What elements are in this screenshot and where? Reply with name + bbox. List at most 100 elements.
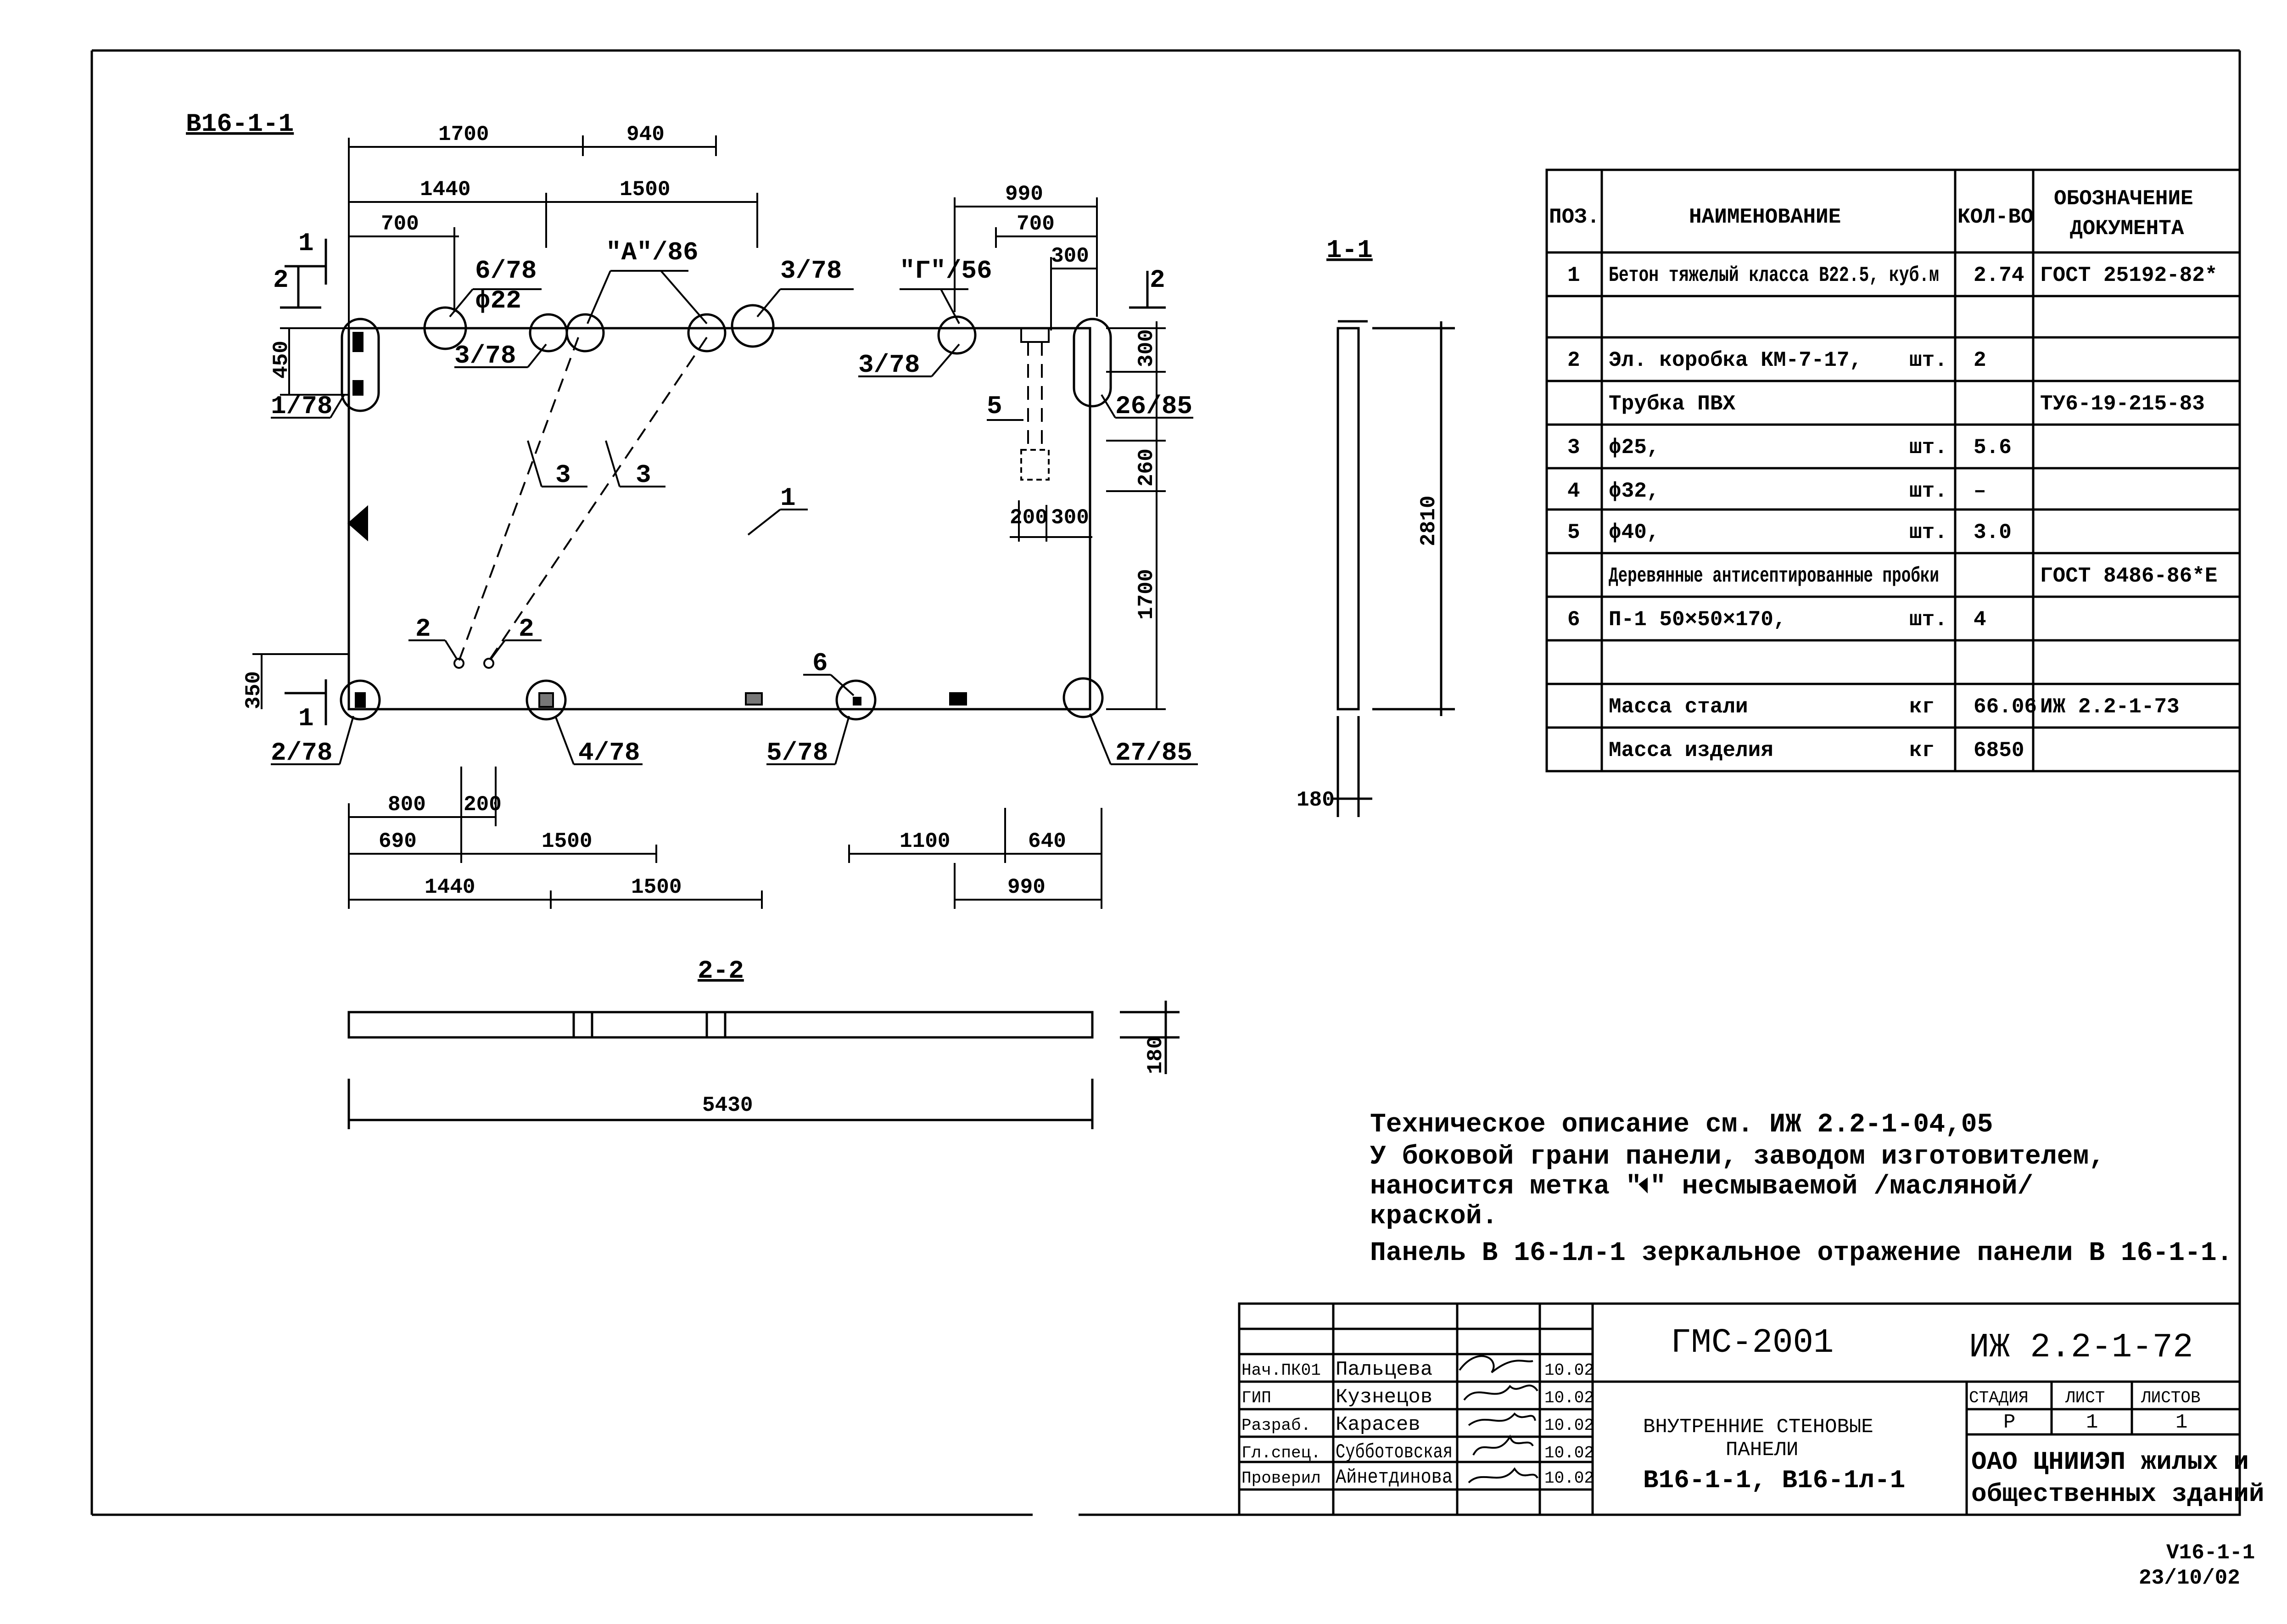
cell-qty: 66.06 (1974, 695, 2037, 719)
section-1-1-title: 1-1 (1326, 235, 1373, 265)
cell-qty: 2 (1974, 348, 1986, 372)
cell-pos: 1 (1567, 263, 1580, 287)
staff-name: Субботовская (1336, 1441, 1453, 1464)
dim-300-right: 300 (1051, 244, 1089, 268)
dim-990-bottom: 990 (1007, 875, 1046, 899)
stamp-stage: Р (2003, 1411, 2015, 1434)
mark-phi22: ϕ22 (475, 286, 521, 315)
spec-table: ПОЗ. НАИМЕНОВАНИЕ КОЛ-ВО ОБОЗНАЧЕНИЕ ДОК… (1545, 168, 2241, 773)
leader-lines (271, 270, 1198, 765)
cell-name: ϕ32, (1609, 479, 1659, 503)
mark-3-78-c: 3/78 (858, 350, 920, 380)
staff-name: Пальцева (1336, 1358, 1432, 1381)
cell-doc: ГОСТ 25192-82* (2040, 263, 2217, 287)
cell-qty: 4 (1974, 608, 1986, 632)
dim-300-mid: 300 (1051, 506, 1089, 530)
cell-doc: ГОСТ 8486-86*Е (2040, 564, 2217, 588)
stamp-org-1: ОАО ЦНИИЭП жилых и (1971, 1447, 2249, 1477)
note-line-3b: " несмываемой /масляной/ (1650, 1172, 2033, 1202)
staff-date: 10.02 (1544, 1444, 1594, 1462)
mark-5-78: 5/78 (766, 738, 828, 767)
cell-pos: 4 (1567, 479, 1580, 503)
cell-qty: – (1974, 479, 1986, 503)
note-line-2: У боковой грани панели, заводом изготови… (1370, 1142, 2105, 1172)
note-line-4: краской. (1370, 1202, 1498, 1232)
mark-3-78-a: 3/78 (780, 256, 842, 286)
mark-1-78: 1/78 (271, 392, 332, 421)
stamp-title-2: ПАНЕЛИ (1726, 1439, 1798, 1462)
th-doc-2: ДОКУМЕНТА (2070, 217, 2184, 241)
dim-1500-bottom2: 1500 (631, 875, 682, 899)
footer-file: V16-1-1 (2166, 1541, 2255, 1565)
conduit-lines (458, 336, 1043, 662)
cut-marks (280, 239, 1166, 725)
dim-990-top: 990 (1005, 182, 1043, 206)
cell-pos: 5 (1567, 521, 1580, 544)
footer-date: 23/10/02 (2139, 1566, 2240, 1590)
stamp-stage-label: СТАДИЯ (1969, 1389, 2029, 1407)
mark-3-78-b: 3/78 (454, 341, 516, 370)
callout-labels: 6/78 ϕ22 "А"/86 3/78 3/78 3/78 "Г"/56 1/… (271, 229, 1192, 767)
dim-5430: 5430 (702, 1093, 753, 1117)
dim-940: 940 (626, 123, 665, 146)
section-2-2 (347, 1001, 1180, 1129)
dim-180-section: 180 (1297, 788, 1335, 812)
stamp-sheets-label: ЛИСТОВ (2141, 1389, 2201, 1407)
mark-a-86: "А"/86 (606, 238, 699, 267)
cell-name: ϕ25, (1609, 436, 1659, 459)
cell-unit: шт. (1909, 608, 1947, 632)
note-line-3a: наносится метка " (1370, 1172, 1642, 1202)
cell-name: Трубка ПВХ (1609, 392, 1735, 416)
staff-name: Карасев (1336, 1413, 1420, 1436)
cell-unit: шт. (1909, 479, 1947, 503)
callout-circles (340, 304, 1112, 721)
staff-date: 10.02 (1544, 1361, 1594, 1380)
dim-300-vert: 300 (1135, 329, 1158, 367)
cut-2-left: 2 (273, 265, 289, 295)
pos-3b: 3 (636, 460, 651, 490)
dim-1500-top: 1500 (620, 178, 670, 202)
dim-350: 350 (242, 671, 266, 709)
mark-4-78: 4/78 (578, 738, 640, 767)
cut-2-right: 2 (1150, 265, 1165, 295)
th-name: НАИМЕНОВАНИЕ (1689, 205, 1841, 229)
dim-260: 260 (1135, 448, 1158, 487)
staff-name: Айнетдинова (1336, 1466, 1453, 1489)
cell-qty: 6850 (1974, 739, 2024, 762)
dim-1700: 1700 (438, 123, 489, 146)
cell-unit: кг (1909, 695, 1935, 719)
dim-700-right: 700 (1017, 212, 1055, 236)
panel-features (347, 327, 1050, 708)
mark-2-78: 2/78 (271, 738, 332, 767)
dim-200-mid: 200 (1010, 506, 1048, 530)
dim-1440-top: 1440 (420, 178, 470, 202)
dim-450: 450 (269, 341, 293, 379)
cell-doc: ТУ6-19-215-83 (2040, 392, 2205, 416)
staff-role: ГИП (1241, 1389, 1271, 1407)
dim-690: 690 (379, 829, 417, 853)
dim-800: 800 (388, 793, 426, 817)
panel-elevation (347, 327, 1091, 711)
pos-2a: 2 (415, 614, 431, 644)
signatures (1459, 1355, 1538, 1484)
dimension-texts: 1700 940 1440 1500 700 990 700 300 450 3… (242, 123, 1441, 1117)
dim-640: 640 (1028, 829, 1066, 853)
cell-pos: 6 (1567, 608, 1580, 632)
note-line-5: Панель В 16-1л-1 зеркальное отражение па… (1370, 1238, 2233, 1268)
dim-1440-bottom: 1440 (425, 875, 475, 899)
staff-date: 10.02 (1544, 1389, 1594, 1407)
th-qty: КОЛ-ВО (1957, 205, 2034, 229)
notes: Техническое описание см. ИЖ 2.2-1-04,05 … (1370, 1110, 2233, 1268)
pos-5: 5 (987, 392, 1002, 421)
dimension-lines (252, 135, 1166, 909)
stamp-sheet: 1 (2086, 1411, 2098, 1434)
dim-2810: 2810 (1417, 496, 1441, 546)
stamp-org-2: общественных зданий (1971, 1479, 2265, 1509)
mark-g-56: "Г"/56 (900, 256, 992, 286)
cell-qty: 2.74 (1974, 263, 2024, 287)
staff-date: 10.02 (1544, 1469, 1594, 1488)
stamp-title-1: ВНУТРЕННИЕ СТЕНОВЫЕ (1643, 1416, 1873, 1439)
cell-unit: шт. (1909, 521, 1947, 544)
